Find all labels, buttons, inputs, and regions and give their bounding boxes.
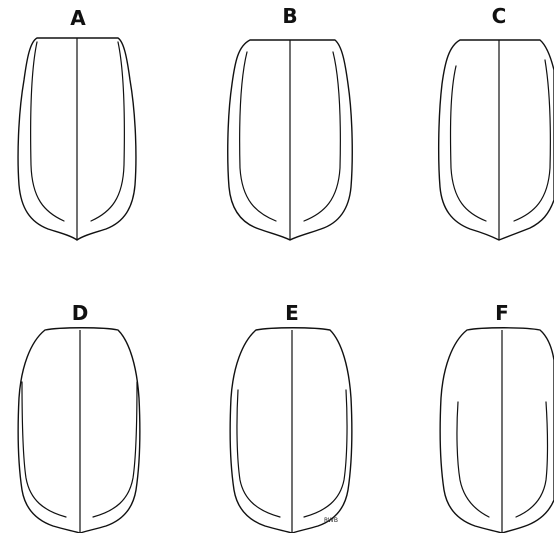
epipleural-line-left-a bbox=[31, 42, 64, 221]
panel-label-b: B bbox=[282, 4, 297, 28]
elytra-outline-c bbox=[439, 40, 554, 240]
epipleural-line-left-e bbox=[237, 390, 280, 517]
panel-label-c: C bbox=[492, 4, 507, 28]
artist-signature: RWB bbox=[324, 517, 338, 524]
panel-d: D bbox=[18, 301, 140, 533]
panel-label-e: E bbox=[285, 301, 299, 325]
panel-f: F bbox=[440, 301, 554, 533]
epipleural-line-right-a bbox=[91, 42, 124, 221]
epipleural-line-left-f bbox=[457, 402, 489, 517]
epipleural-line-left-b bbox=[240, 52, 276, 221]
epipleural-line-right-d bbox=[93, 382, 137, 517]
epipleural-line-right-c bbox=[514, 60, 550, 221]
panel-c: C bbox=[439, 4, 554, 240]
panel-label-a: A bbox=[70, 6, 86, 30]
epipleural-line-right-e bbox=[304, 390, 347, 517]
panel-label-f: F bbox=[495, 301, 509, 325]
panel-label-d: D bbox=[72, 301, 89, 325]
panel-b: B bbox=[228, 4, 352, 240]
epipleural-line-left-d bbox=[22, 382, 66, 517]
elytra-outline-e bbox=[230, 328, 352, 533]
epipleural-line-right-f bbox=[516, 402, 548, 517]
panel-a: A bbox=[18, 6, 136, 240]
epipleural-line-left-c bbox=[451, 66, 486, 221]
epipleural-line-right-b bbox=[304, 52, 340, 221]
panel-e: E RWB bbox=[230, 301, 352, 533]
